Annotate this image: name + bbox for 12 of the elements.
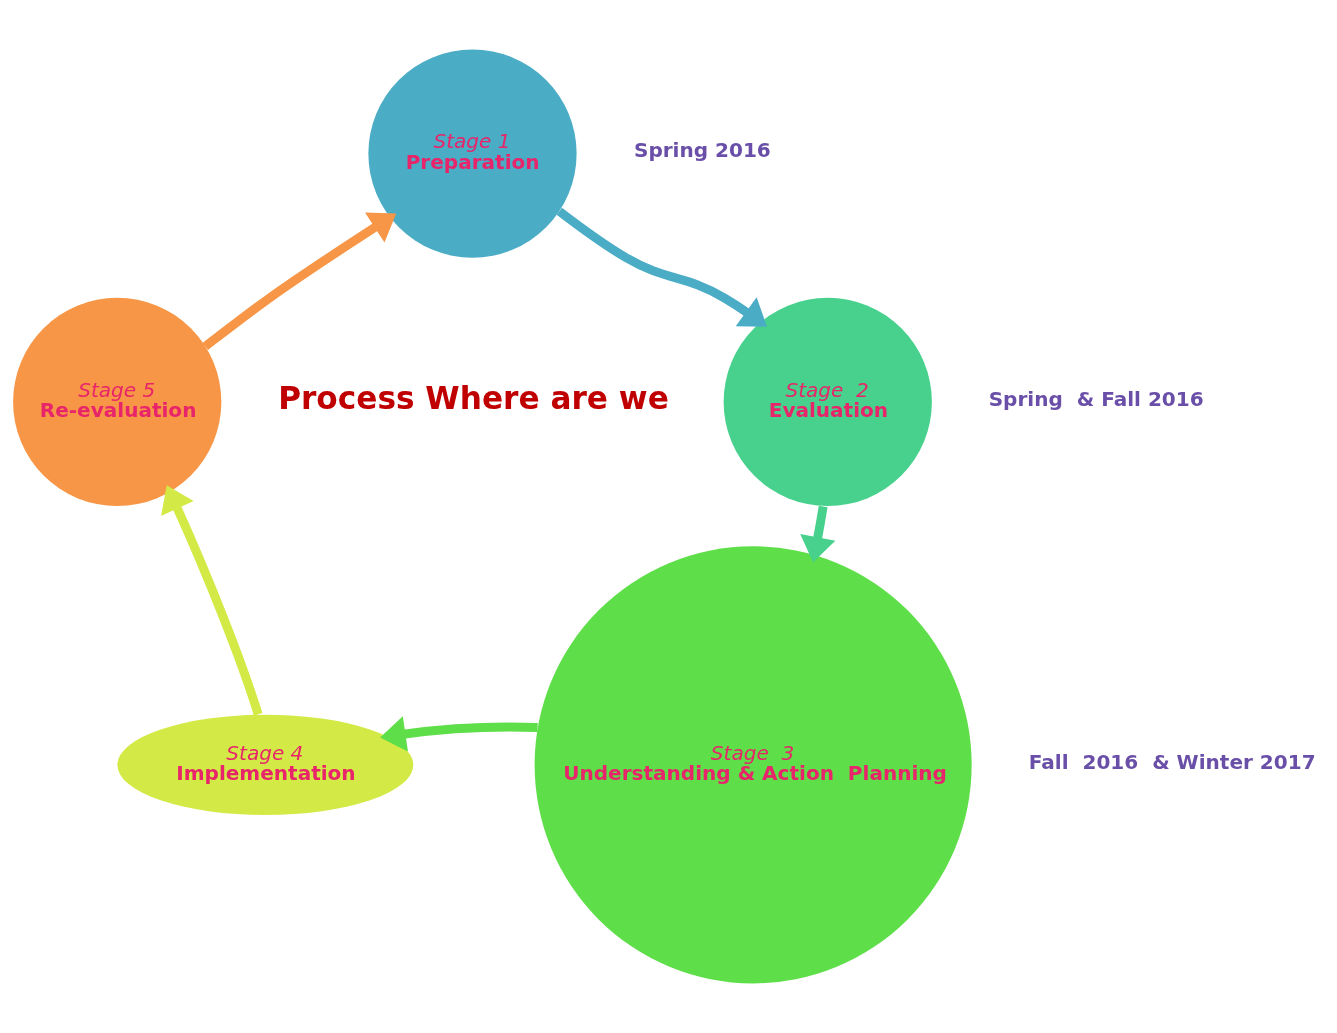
node-label: Fall 2016 & Winter 2017 <box>1028 749 1316 774</box>
arrow <box>161 485 263 716</box>
arrow <box>800 505 836 563</box>
node-label: Spring & Fall 2016 <box>988 386 1204 411</box>
arrow <box>380 716 538 752</box>
node-circle: Stage 5 Re-evaluation <box>13 297 222 507</box>
label: Process Where are we <box>278 379 669 416</box>
arrow <box>556 207 767 327</box>
node-label: Spring 2016 <box>633 138 771 163</box>
node-circle: Stage 1 Preparation <box>368 49 577 258</box>
arrow <box>202 212 397 350</box>
node-circle: Stage 3 Understanding & Action Planning <box>534 546 972 984</box>
